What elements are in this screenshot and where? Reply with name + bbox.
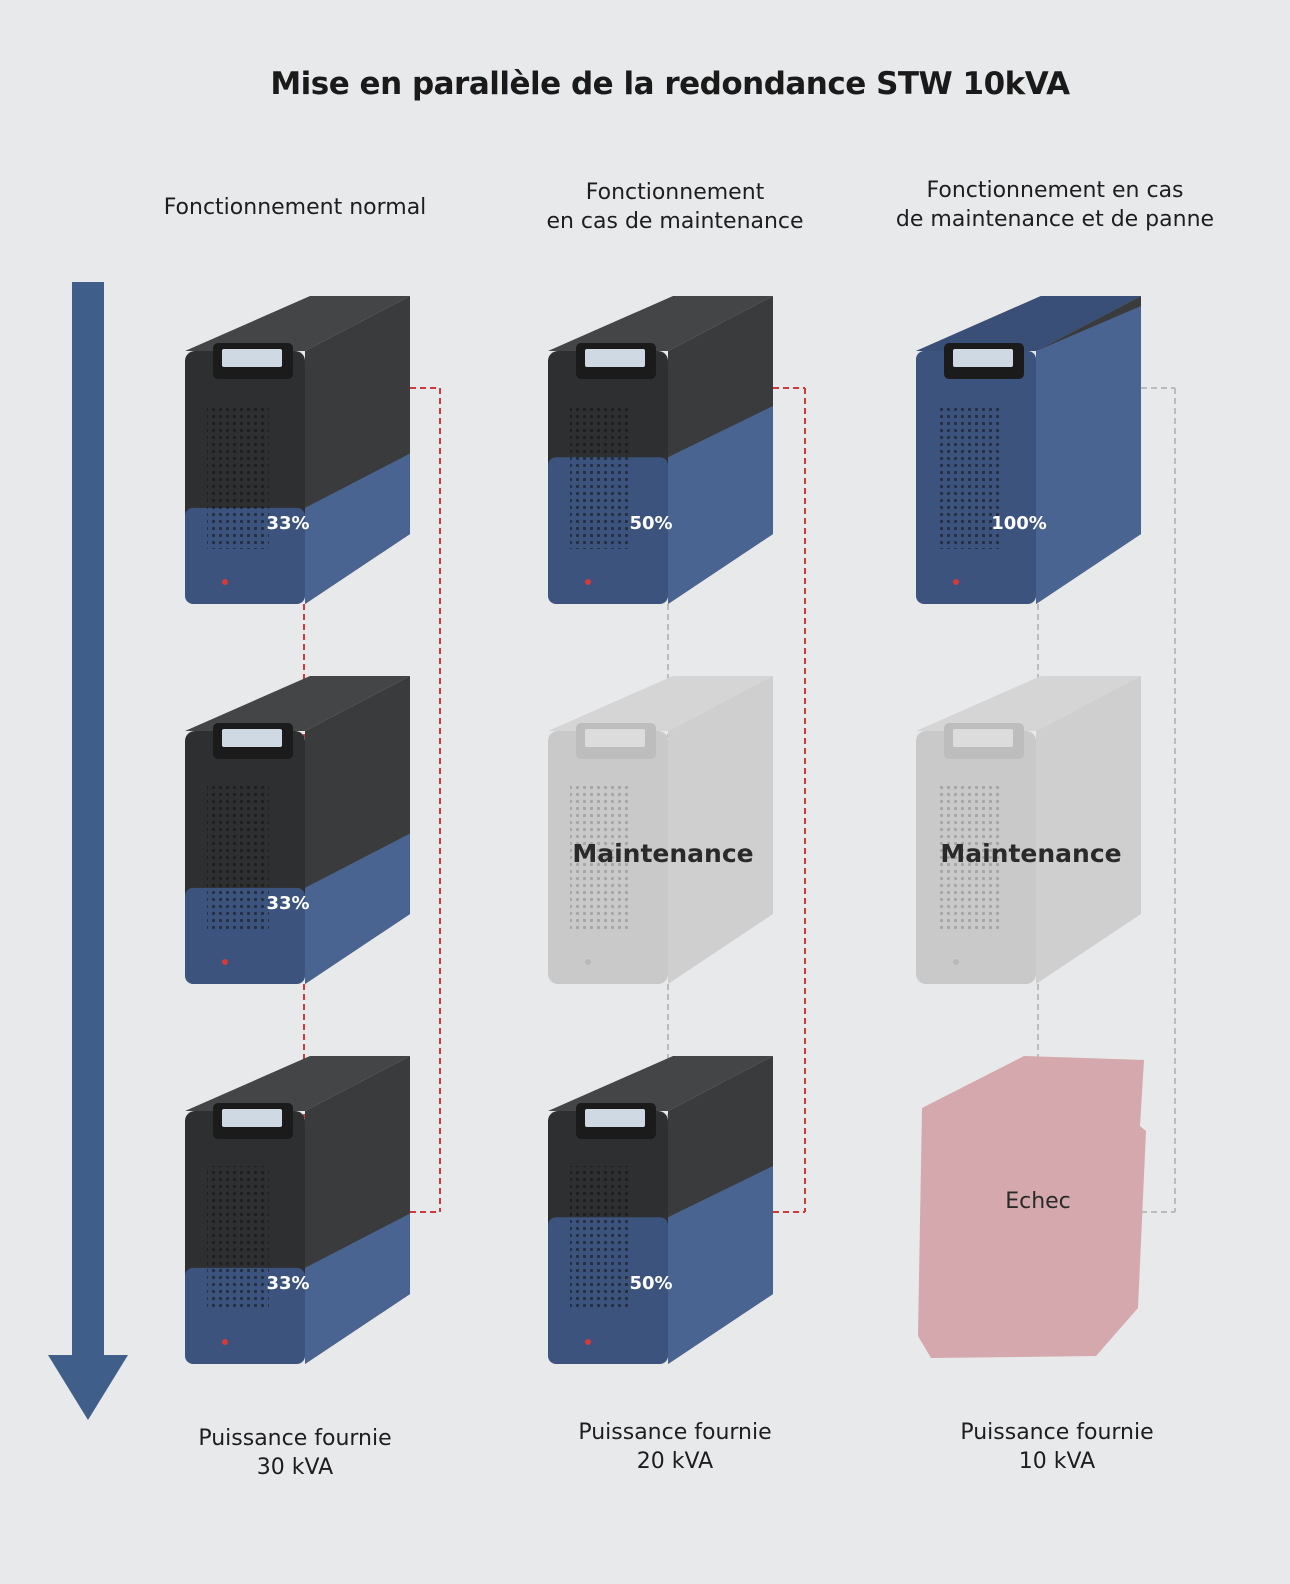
- ups-units: 33% 33% 33% 50% Maintenance 50% 100% Maintenanc…: [185, 296, 1146, 1364]
- unit-load-label: 50%: [629, 513, 672, 534]
- column-heading-normal: Fonctionnement normal: [163, 195, 427, 220]
- vent-grill-icon: [570, 1166, 632, 1309]
- vent-grill-icon: [570, 786, 632, 929]
- column-heading-maintenance-failure: Fonctionnement en cas de maintenance et …: [895, 178, 1215, 232]
- footer-power-normal: Puissance fournie 30 kVA: [198, 1426, 392, 1480]
- lcd-screen-icon: [585, 1109, 645, 1127]
- lcd-screen-icon: [585, 349, 645, 367]
- unit-load-label: 33%: [266, 893, 309, 914]
- vent-grill-icon: [207, 1166, 269, 1309]
- vent-grill-icon: [207, 406, 269, 549]
- ups-unit-failed: Echec: [918, 1056, 1146, 1358]
- brand-logo-icon: [222, 579, 228, 585]
- ups-unit-active: 33%: [185, 676, 410, 984]
- down-arrow-icon: [48, 282, 128, 1420]
- brand-logo-icon: [222, 1339, 228, 1345]
- unit-status-label: Echec: [1005, 1189, 1071, 1214]
- vent-grill-icon: [938, 406, 1000, 549]
- footer-power-maintenance-failure: Puissance fournie 10 kVA: [960, 1420, 1154, 1474]
- brand-logo-icon: [953, 959, 959, 965]
- unit-load-label: 50%: [629, 1273, 672, 1294]
- vent-grill-icon: [938, 786, 1000, 929]
- lcd-screen-icon: [222, 729, 282, 747]
- vent-grill-icon: [207, 786, 269, 929]
- brand-logo-icon: [585, 1339, 591, 1345]
- unit-status-label: Maintenance: [940, 839, 1121, 868]
- brand-logo-icon: [585, 959, 591, 965]
- ups-unit-maintenance: Maintenance: [916, 676, 1141, 984]
- failed-unit-shape: [918, 1056, 1146, 1358]
- lcd-screen-icon: [585, 729, 645, 747]
- unit-load-label: 100%: [991, 513, 1047, 534]
- ups-unit-active: 50%: [548, 1056, 773, 1364]
- unit-load-label: 33%: [266, 1273, 309, 1294]
- brand-logo-icon: [953, 579, 959, 585]
- page-title: Mise en parallèle de la redondance STW 1…: [270, 66, 1070, 102]
- footer-power-maintenance: Puissance fournie 20 kVA: [578, 1420, 772, 1474]
- ups-unit-maintenance: Maintenance: [548, 676, 773, 984]
- unit-load-label: 33%: [266, 513, 309, 534]
- unit-status-label: Maintenance: [572, 839, 753, 868]
- lcd-screen-icon: [222, 349, 282, 367]
- brand-logo-icon: [585, 579, 591, 585]
- ups-unit-active: 50%: [548, 296, 773, 604]
- lcd-screen-icon: [222, 1109, 282, 1127]
- column-heading-maintenance: Fonctionnement en cas de maintenance: [546, 180, 804, 234]
- ups-unit-active: 100%: [916, 296, 1141, 604]
- vent-grill-icon: [570, 406, 632, 549]
- ups-unit-active: 33%: [185, 1056, 410, 1364]
- lcd-screen-icon: [953, 729, 1013, 747]
- ups-unit-active: 33%: [185, 296, 410, 604]
- lcd-screen-icon: [953, 349, 1013, 367]
- brand-logo-icon: [222, 959, 228, 965]
